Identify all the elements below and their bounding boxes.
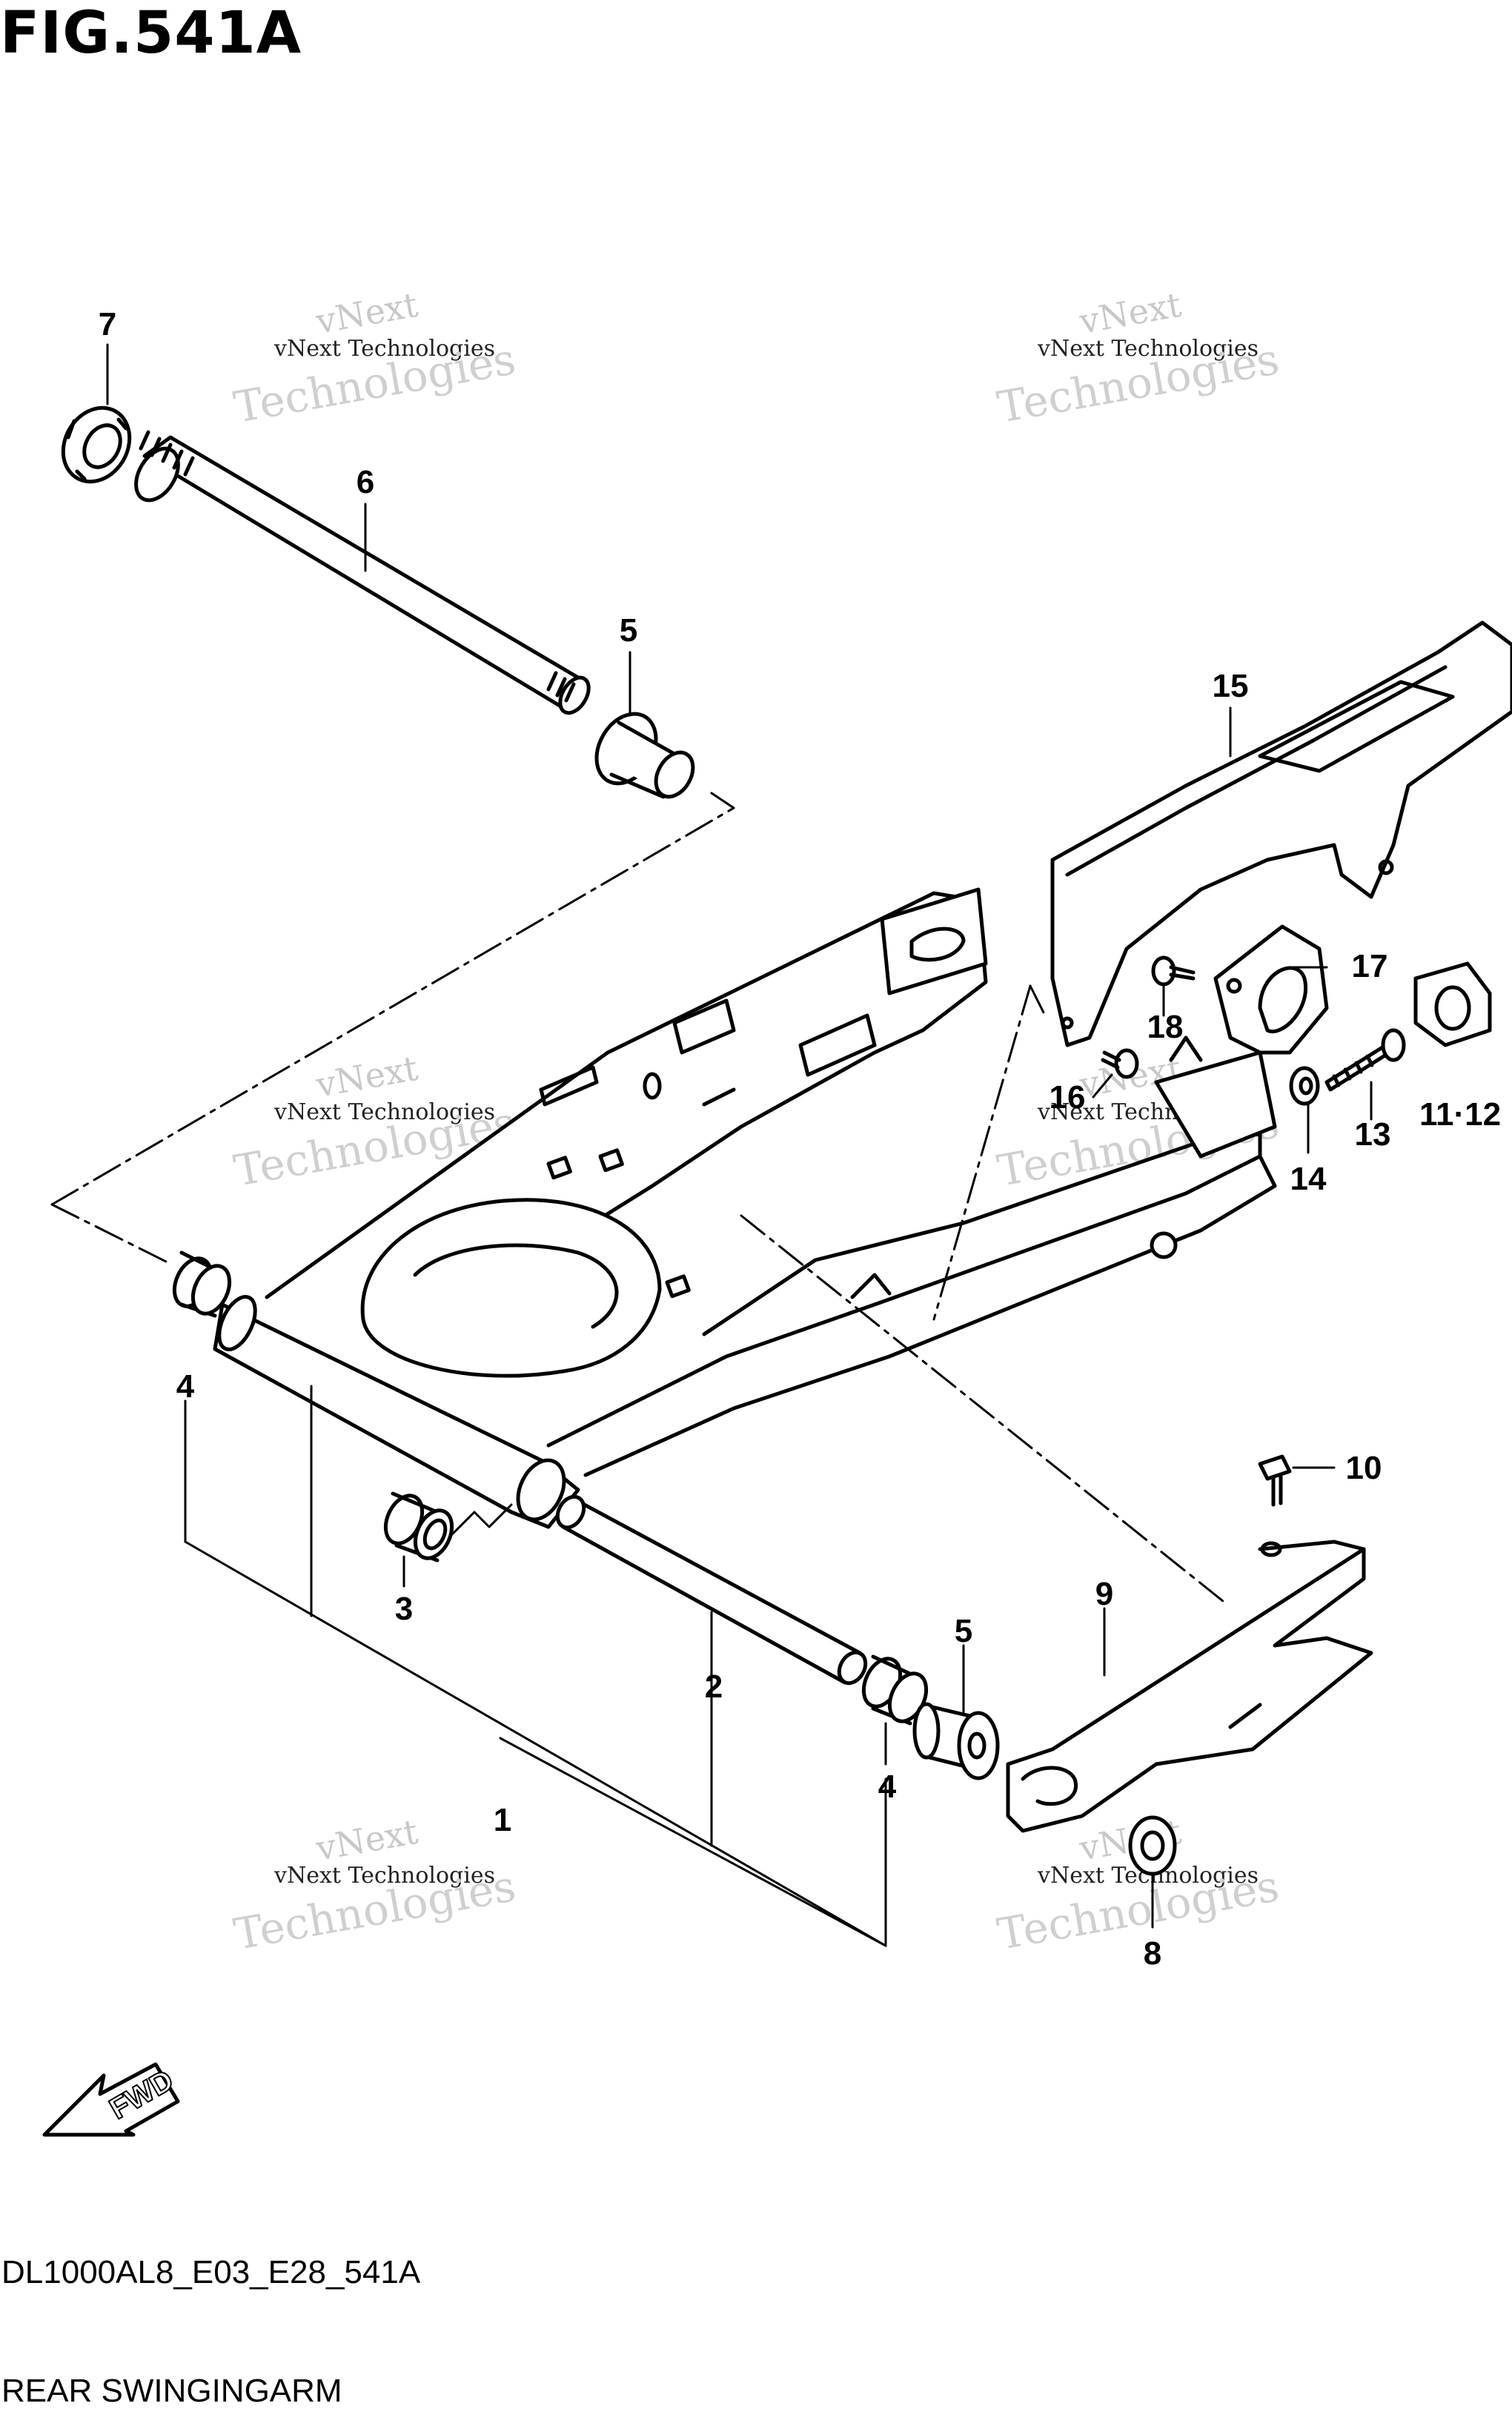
part-5-collar-lower bbox=[912, 1702, 1000, 1780]
part-3-bearing bbox=[383, 1491, 454, 1563]
part-15-chain-case bbox=[1050, 620, 1512, 1047]
diagram-code: DL1000AL8_E03_E28_541A bbox=[1, 2254, 421, 2290]
leader-lines-part-1 bbox=[184, 1385, 887, 1947]
callout-7: 7 bbox=[99, 306, 116, 342]
part-6-pivot-shaft bbox=[134, 430, 591, 715]
callout-4-right: 4 bbox=[878, 1769, 897, 1805]
part-4-bearing-right bbox=[861, 1654, 929, 1726]
watermark-top-right: vNext vNext Technologies Technologies bbox=[994, 285, 1283, 433]
callout-17: 17 bbox=[1352, 948, 1388, 984]
callout-13: 13 bbox=[1355, 1116, 1391, 1153]
callout-5-lower: 5 bbox=[955, 1613, 972, 1649]
callout-10: 10 bbox=[1346, 1450, 1382, 1486]
svg-text:vNext: vNext bbox=[313, 1048, 422, 1105]
figure-title: FIG.541A bbox=[0, 0, 302, 67]
svg-text:vNext Technologies: vNext Technologies bbox=[1037, 336, 1259, 362]
callout-2: 2 bbox=[705, 1669, 723, 1705]
part-17-plate bbox=[1213, 924, 1329, 1055]
part-10-screw bbox=[1258, 1454, 1292, 1507]
svg-text:vNext: vNext bbox=[313, 285, 422, 342]
part-9-chain-guide bbox=[1006, 1540, 1373, 1833]
assembly-centerlines bbox=[50, 792, 1224, 1603]
svg-text:vNext: vNext bbox=[313, 1812, 422, 1869]
callout-3: 3 bbox=[395, 1591, 413, 1627]
part-16-bolt bbox=[1101, 1048, 1139, 1079]
part-14-washer bbox=[1289, 1066, 1320, 1106]
callout-11-12: 11·12 bbox=[1419, 1096, 1501, 1133]
callout-labels: 7 6 5 15 17 18 16 14 13 11·12 4 10 9 3 5… bbox=[99, 306, 1501, 1972]
part-5-collar-top bbox=[594, 712, 695, 799]
callout-18: 18 bbox=[1147, 1009, 1184, 1045]
callout-5-top: 5 bbox=[620, 612, 637, 649]
diagram-caption: REAR SWINGINGARM bbox=[1, 2373, 342, 2409]
part-11-12-adjuster bbox=[1413, 961, 1492, 1047]
callout-1: 1 bbox=[494, 1802, 511, 1838]
part-7-pivot-nut bbox=[61, 405, 132, 484]
callout-14: 14 bbox=[1290, 1161, 1327, 1197]
callout-8: 8 bbox=[1144, 1935, 1161, 1972]
part-4-bearing-left bbox=[172, 1250, 232, 1318]
svg-text:vNext Technologies: vNext Technologies bbox=[273, 336, 495, 362]
watermark-bottom-left: vNext vNext Technologies Technologies bbox=[231, 1812, 520, 1960]
part-2-spacer bbox=[555, 1494, 868, 1686]
part-18-bolt bbox=[1151, 955, 1196, 987]
callout-9: 9 bbox=[1095, 1576, 1113, 1612]
part-8-nut bbox=[1128, 1815, 1177, 1876]
callout-15: 15 bbox=[1213, 668, 1249, 704]
svg-text:vNext Technologies: vNext Technologies bbox=[273, 1863, 495, 1889]
svg-text:vNext: vNext bbox=[1076, 285, 1185, 342]
callout-leaders bbox=[106, 343, 1373, 1929]
svg-text:vNext Technologies: vNext Technologies bbox=[273, 1099, 495, 1125]
part-13-adjuster-bolt bbox=[1324, 1028, 1406, 1092]
fwd-arrow-icon: FWD bbox=[42, 2062, 180, 2137]
watermark-top-left: vNext vNext Technologies Technologies bbox=[231, 285, 520, 433]
callout-16: 16 bbox=[1050, 1079, 1086, 1116]
callout-6: 6 bbox=[357, 464, 374, 500]
part-1-swingarm bbox=[213, 887, 1277, 1529]
callout-4-left: 4 bbox=[176, 1368, 195, 1405]
